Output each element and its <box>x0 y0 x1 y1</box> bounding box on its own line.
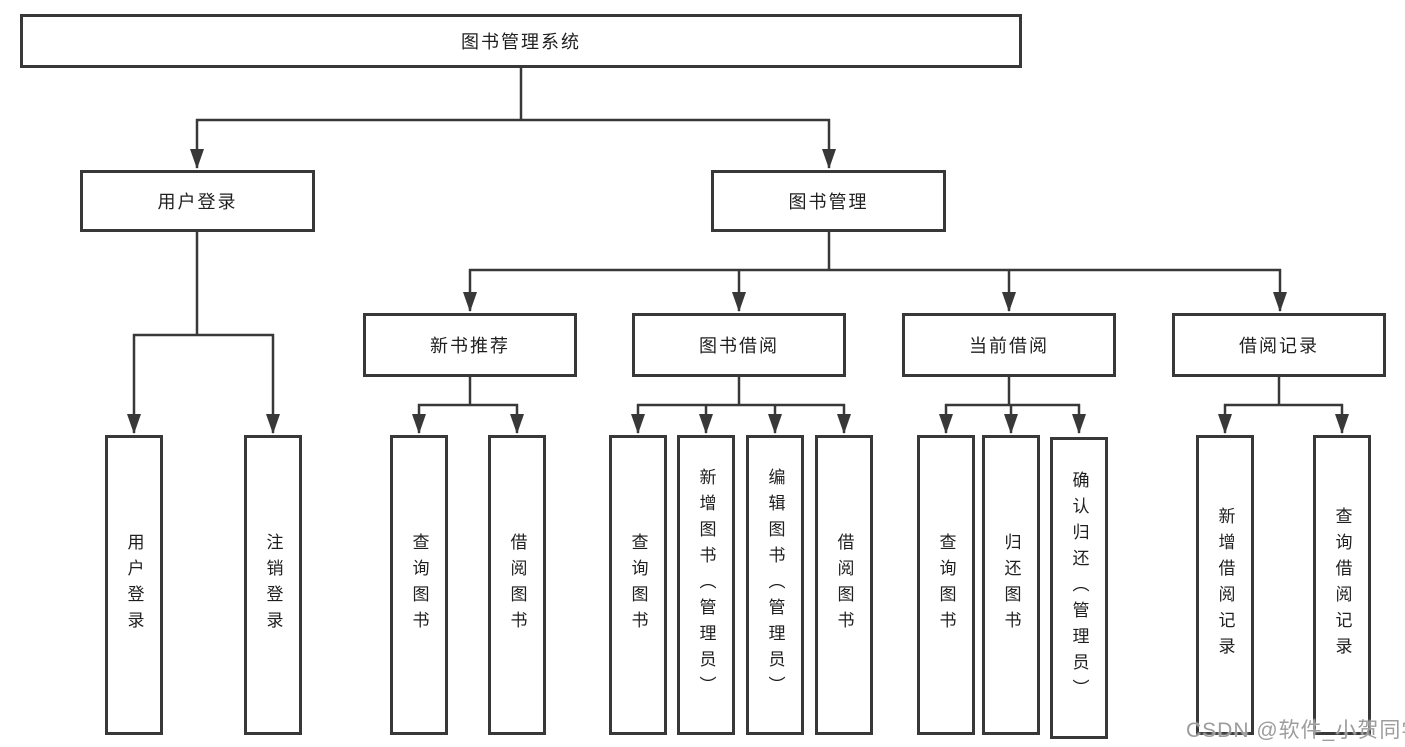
node-leaf-return-book: 归还图书 <box>982 435 1040 735</box>
node-new-book-recommendation: 新书推荐 <box>363 313 577 377</box>
node-root: 图书管理系统 <box>20 14 1022 68</box>
node-user-login: 用户登录 <box>80 170 315 232</box>
node-leaf-add-book-admin: 新增图书（管理员） <box>677 435 735 735</box>
node-borrowing-records: 借阅记录 <box>1172 313 1386 377</box>
node-book-borrowing: 图书借阅 <box>632 313 846 377</box>
node-leaf-query-books-2: 查询图书 <box>609 435 667 735</box>
node-leaf-edit-book-admin: 编辑图书（管理员） <box>746 435 804 735</box>
node-leaf-query-books-3: 查询图书 <box>917 435 975 735</box>
node-leaf-borrow-books-2: 借阅图书 <box>815 435 873 735</box>
node-leaf-add-borrow-record: 新增借阅记录 <box>1196 435 1254 735</box>
watermark: CSDN @软件_小贺同学 <box>1186 719 1405 742</box>
node-leaf-logout: 注销登录 <box>244 435 302 735</box>
node-leaf-confirm-return-admin: 确认归还（管理员） <box>1050 437 1108 739</box>
node-current-borrowing: 当前借阅 <box>902 313 1116 377</box>
node-leaf-query-books-1: 查询图书 <box>390 435 448 735</box>
node-leaf-query-borrow-record: 查询借阅记录 <box>1313 435 1371 735</box>
node-leaf-borrow-books-1: 借阅图书 <box>488 435 546 735</box>
node-book-management: 图书管理 <box>711 170 946 232</box>
node-leaf-user-login: 用户登录 <box>105 435 163 735</box>
